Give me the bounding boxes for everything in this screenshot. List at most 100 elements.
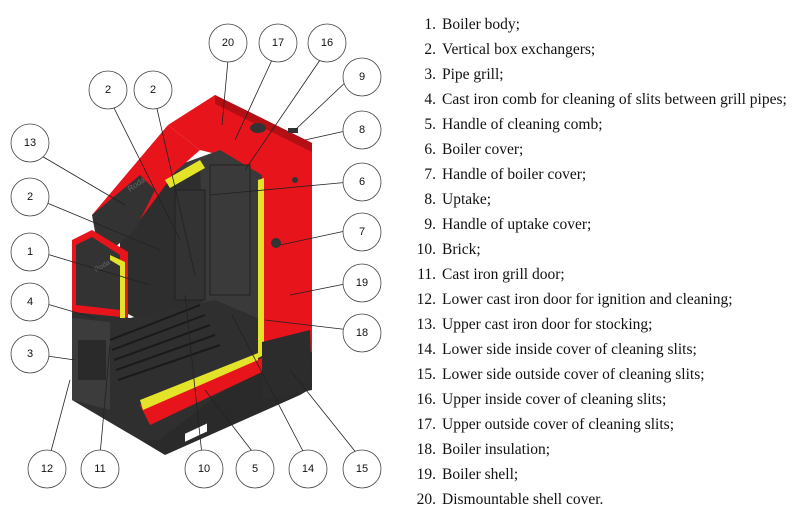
callout-6: 6 xyxy=(342,162,382,202)
upper-cast-iron-door xyxy=(92,175,155,260)
legend-text: Pipe grill; xyxy=(442,66,504,83)
legend-number: 1. xyxy=(424,16,436,33)
boiler-cutaway-diagram: Roda Roda xyxy=(10,23,382,489)
callout-1: 1 xyxy=(10,232,50,272)
svg-text:2: 2 xyxy=(27,191,33,203)
svg-text:14: 14 xyxy=(302,463,314,475)
legend-number: 18. xyxy=(416,441,436,458)
svg-text:2: 2 xyxy=(150,84,156,96)
svg-text:6: 6 xyxy=(359,176,365,188)
svg-text:5: 5 xyxy=(252,463,258,475)
legend-item: 3. Pipe grill; xyxy=(412,62,787,87)
legend-text: Boiler cover; xyxy=(442,141,524,158)
callout-5: 5 xyxy=(235,449,275,489)
legend-number: 10. xyxy=(416,241,436,258)
legend-text: Brick; xyxy=(442,241,481,258)
svg-text:4: 4 xyxy=(27,296,33,308)
legend-text: Lower side outside cover of cleaning sli… xyxy=(442,366,705,383)
svg-text:7: 7 xyxy=(359,226,365,238)
boiler-insulation xyxy=(258,178,264,358)
legend-text: Lower cast iron door for ignition and cl… xyxy=(442,291,733,308)
leader-lines xyxy=(39,59,359,456)
legend-item: 11. Cast iron grill door; xyxy=(412,262,787,287)
boiler-foot xyxy=(185,423,207,442)
callout-3: 3 xyxy=(10,334,50,374)
callout-13: 13 xyxy=(10,123,50,163)
legend-text: Boiler shell; xyxy=(442,466,519,483)
legend-item: 10. Brick; xyxy=(412,237,787,262)
svg-text:19: 19 xyxy=(356,277,368,289)
legend-number: 2. xyxy=(424,41,436,58)
legend-text: Vertical box exchangers; xyxy=(442,41,596,58)
legend-item: 17.Upper outside cover of cleaning slits… xyxy=(412,412,787,437)
legend-item: 2. Vertical box exchangers; xyxy=(412,37,787,62)
legend-number: 6. xyxy=(424,141,436,158)
legend-number: 15. xyxy=(416,366,436,383)
dismountable-shell-cover xyxy=(168,95,312,172)
legend-item: 19. Boiler shell; xyxy=(412,462,787,487)
legend-item: 12. Lower cast iron door for ignition and… xyxy=(412,287,787,312)
legend-text: Upper outside cover of cleaning slits; xyxy=(442,416,675,433)
boiler-cover-handle xyxy=(271,238,281,248)
legend-text: Handle of boiler cover; xyxy=(442,166,587,183)
callout-2a: 2 xyxy=(88,70,128,110)
legend-text: Lower side inside cover of cleaning slit… xyxy=(442,341,697,358)
svg-text:9: 9 xyxy=(359,71,365,83)
legend-number: 13. xyxy=(416,316,436,333)
callout-2c: 2 xyxy=(10,177,50,217)
callout-7: 7 xyxy=(342,212,382,252)
callout-14: 14 xyxy=(288,449,328,489)
legend-item: 5.Handle of cleaning comb; xyxy=(412,112,787,137)
legend-number: 20. xyxy=(416,491,436,508)
legend-text: Cast iron grill door; xyxy=(442,266,565,283)
vertical-box-exchanger xyxy=(209,164,251,296)
callout-2b: 2 xyxy=(133,70,173,110)
svg-text:18: 18 xyxy=(356,327,368,339)
legend-number: 3. xyxy=(424,66,436,83)
legend-number: 11. xyxy=(417,266,436,283)
callout-11: 11 xyxy=(80,449,120,489)
legend-number: 8. xyxy=(424,191,436,208)
legend-text: Cast iron comb for cleaning of slits bet… xyxy=(442,91,787,108)
callout-12: 12 xyxy=(27,449,67,489)
legend-number: 7. xyxy=(424,166,436,183)
callout-20: 20 xyxy=(208,23,248,63)
legend-item: 13. Upper cast iron door for stocking; xyxy=(412,312,787,337)
legend-number: 19. xyxy=(416,466,436,483)
boiler-illustration: Roda Roda xyxy=(72,95,312,455)
legend-item: 4. Cast iron comb for cleaning of slits b… xyxy=(412,87,787,112)
svg-text:2: 2 xyxy=(105,84,111,96)
legend-text: Dismountable shell cover. xyxy=(442,491,604,508)
svg-text:10: 10 xyxy=(198,463,210,475)
callout-15: 15 xyxy=(342,449,382,489)
svg-text:8: 8 xyxy=(359,124,365,136)
legend-item: 6. Boiler cover; xyxy=(412,137,787,162)
legend-item: 8.Uptake; xyxy=(412,187,787,212)
svg-text:16: 16 xyxy=(321,37,333,49)
boiler-shell xyxy=(255,143,312,360)
legend-number: 14. xyxy=(416,341,436,358)
legend-text: Upper cast iron door for stocking; xyxy=(442,316,653,333)
callout-17: 17 xyxy=(258,23,298,63)
legend-number: 4. xyxy=(424,91,436,108)
legend-number: 12. xyxy=(416,291,436,308)
legend-item: 18. Boiler insulation; xyxy=(412,437,787,462)
uptake xyxy=(250,123,266,133)
legend-text: Boiler insulation; xyxy=(442,441,551,458)
svg-text:1: 1 xyxy=(27,246,33,258)
legend-item: 15. Lower side outside cover of cleaning … xyxy=(412,362,787,387)
callout-8: 8 xyxy=(342,110,382,150)
legend-item: 20. Dismountable shell cover. xyxy=(412,487,787,512)
pipe-grill xyxy=(109,304,221,381)
svg-text:15: 15 xyxy=(356,463,368,475)
callout-4: 4 xyxy=(10,282,50,322)
legend-item: 16.Upper inside cover of cleaning slits; xyxy=(412,387,787,412)
callout-9: 9 xyxy=(342,57,382,97)
svg-text:3: 3 xyxy=(27,348,33,360)
legend-item: 14. Lower side inside cover of cleaning s… xyxy=(412,337,787,362)
svg-text:20: 20 xyxy=(222,37,234,49)
svg-text:11: 11 xyxy=(94,463,105,475)
legend-text: Upper inside cover of cleaning slits; xyxy=(442,391,667,408)
legend-item: 1.Boiler body; xyxy=(412,12,787,37)
callout-19: 19 xyxy=(342,263,382,303)
